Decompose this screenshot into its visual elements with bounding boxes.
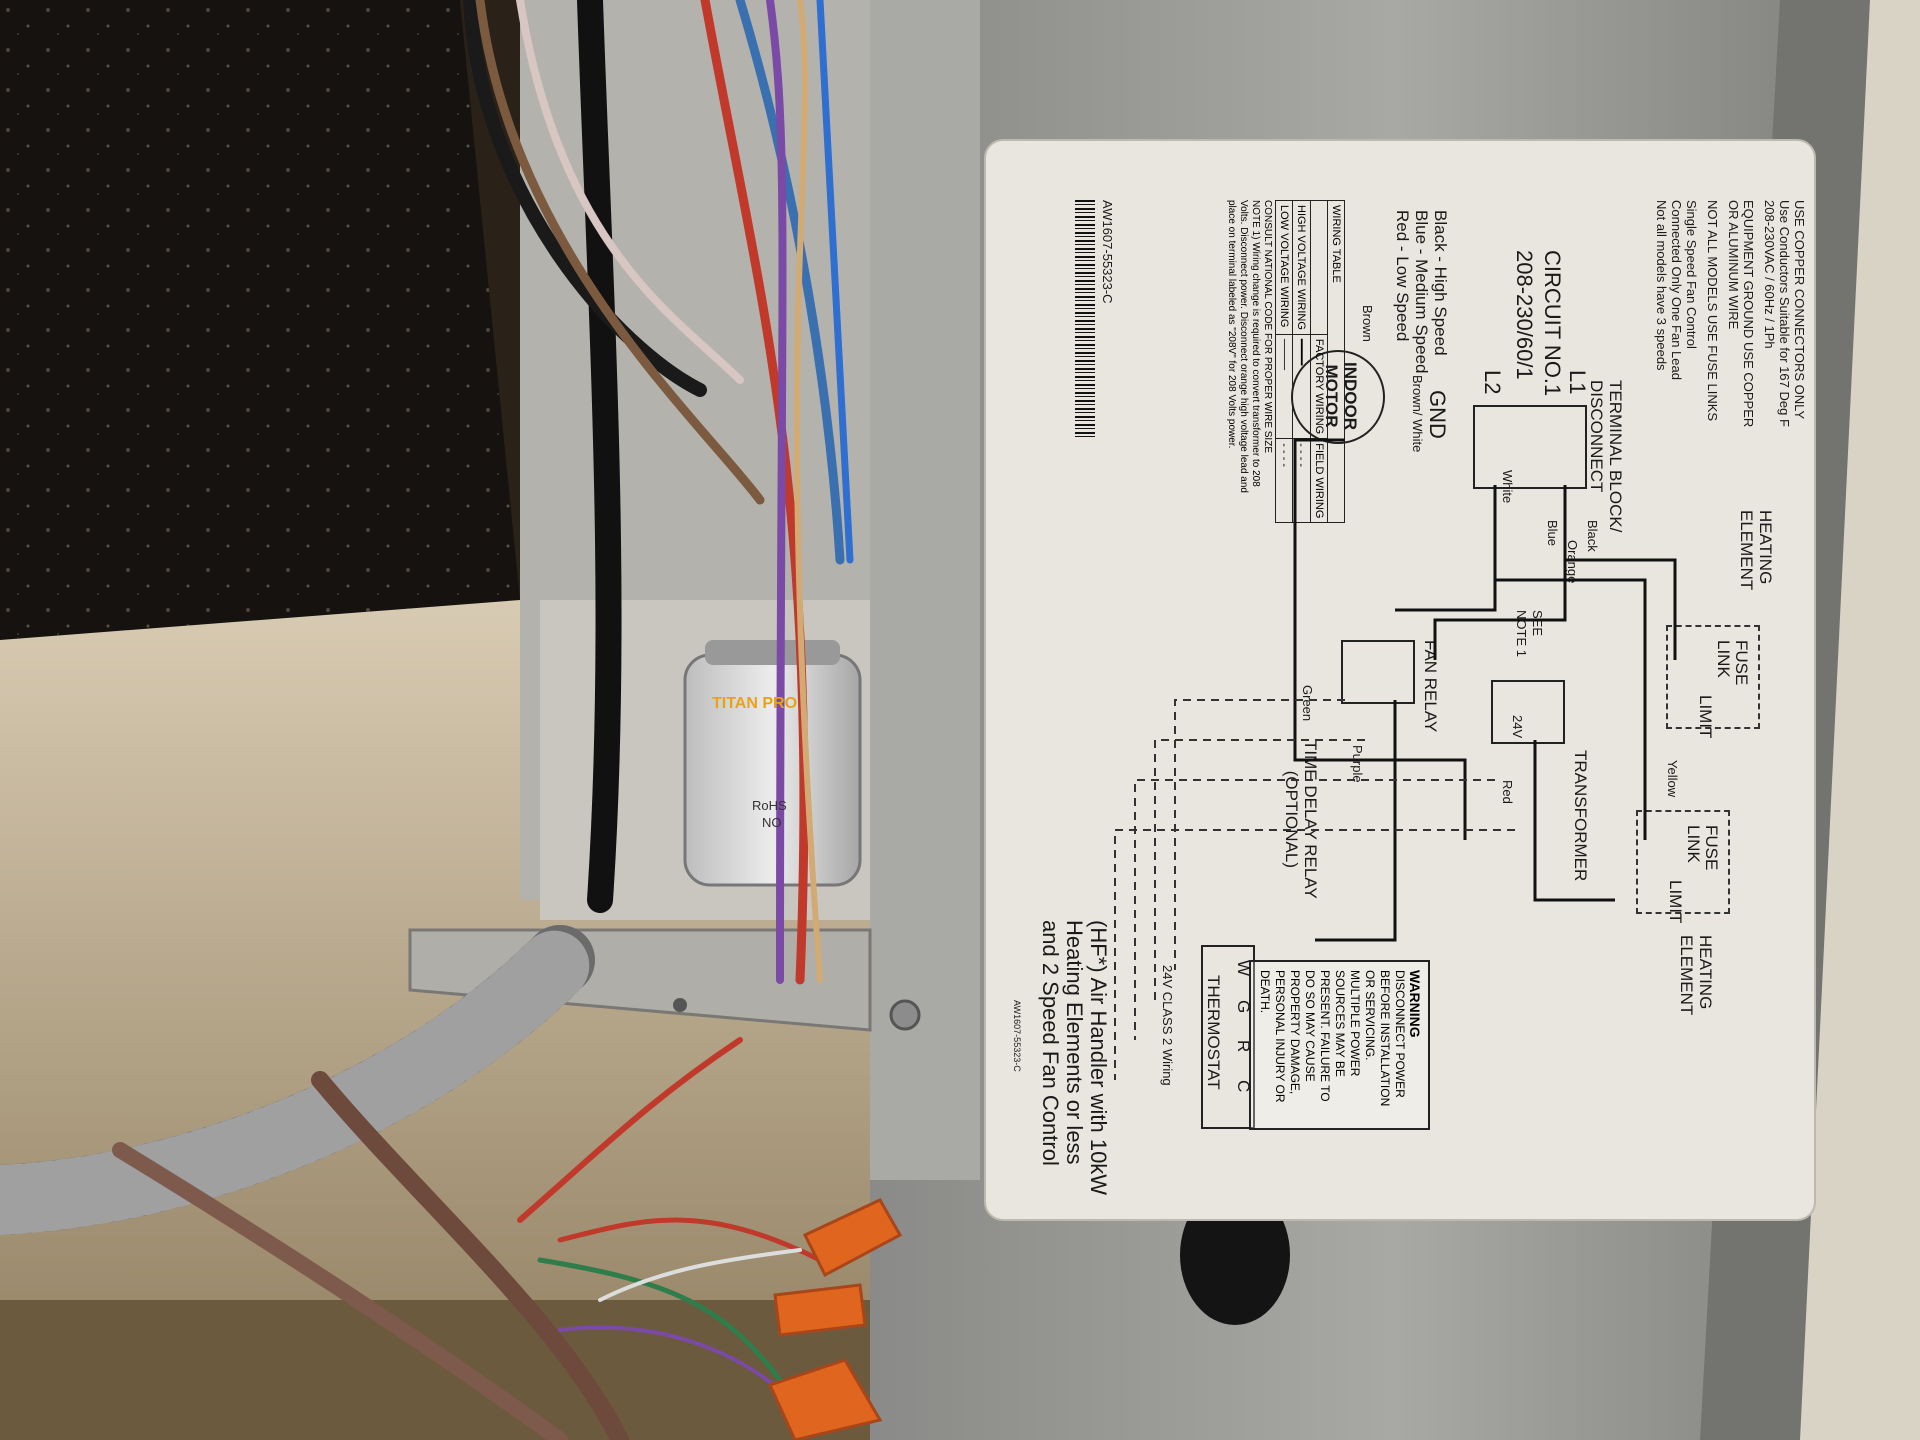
wire-nuts	[767, 1198, 903, 1440]
screw-head	[889, 999, 921, 1031]
capacitor-rohs: RoHS	[752, 798, 787, 813]
capacitor	[683, 653, 862, 887]
wiring-lines	[1114, 438, 1677, 1080]
wire-bundle	[463, 0, 854, 985]
flex-conduit	[0, 925, 595, 1235]
wiring-label-sticker	[984, 139, 1816, 1221]
wiring-diagram: USE COPPER CONNECTORS ONLY Use Conductor…	[985, 140, 1815, 1220]
capacitor-brand: TITAN PRO	[712, 695, 798, 712]
capacitor-text: NO	[762, 815, 782, 830]
